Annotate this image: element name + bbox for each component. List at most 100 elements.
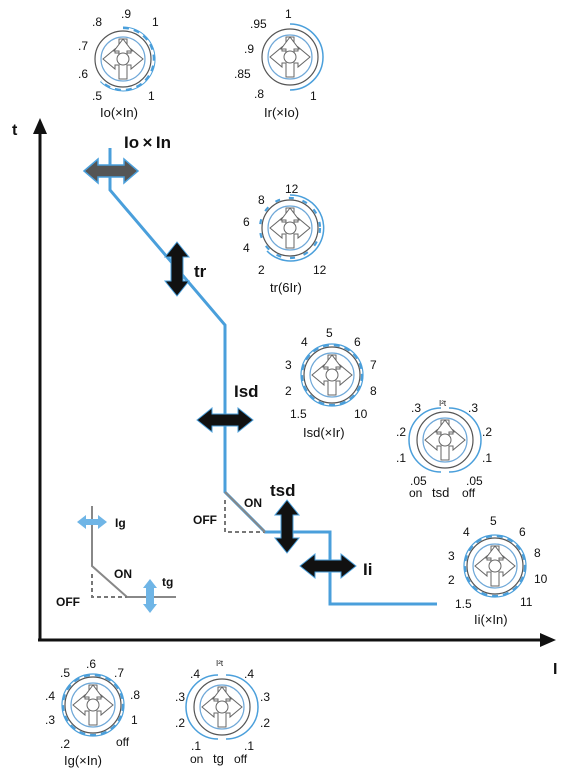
ig-dial[interactable]: .5 .6 .7 .4 .8 .3 1 .2 off Ig(×In): [45, 657, 140, 768]
ir-dial-value: .85: [234, 67, 251, 81]
isd-dial-caption: Isd(×Ir): [303, 425, 345, 440]
ir-dial[interactable]: 1 .95 .9 .85 .8 1 Ir(×Io): [234, 7, 324, 120]
tg-dial-value: .3: [260, 690, 270, 704]
tr-dial-caption: tr(6Ir): [270, 280, 302, 295]
tsd-off-label: OFF: [193, 513, 217, 527]
tg-dial-value: I²t: [216, 659, 224, 668]
isd-dial-value: 4: [301, 335, 308, 349]
ii-dial-value: 3: [448, 549, 455, 563]
x-axis-label: I: [553, 661, 557, 678]
ig-dial-value: .3: [45, 713, 55, 727]
tsd-dial-value: .1: [396, 451, 406, 465]
isd-off-curve: [224, 500, 265, 533]
isd-dial-value: 5: [326, 326, 333, 340]
tsd-label: tsd: [270, 481, 296, 500]
isd-on-line: [224, 491, 266, 533]
tg-dial-value: .1: [244, 739, 254, 753]
isd-adjust-arrow: [196, 406, 254, 434]
io-dial-value: .7: [78, 39, 88, 53]
y-axis: [33, 118, 47, 640]
ii-dial-value: 8: [534, 546, 541, 560]
ig-dial-value: .2: [60, 737, 70, 751]
io-dial-value: .5: [92, 89, 102, 103]
tg-dial-caption: tg: [213, 751, 224, 766]
ii-dial-value: 5: [490, 514, 497, 528]
tg-dial-on: on: [190, 752, 203, 766]
tsd-dial-off: off: [462, 486, 476, 500]
tsd-on-label: ON: [244, 496, 262, 510]
io-dial-value: .9: [121, 7, 131, 21]
ii-dial-value: 10: [534, 572, 548, 586]
ii-dial-value: 6: [519, 525, 526, 539]
tsd-dial-value: .2: [396, 425, 406, 439]
tsd-dial-value: .05: [466, 474, 483, 488]
ig-dial-value: .8: [130, 688, 140, 702]
io-adjust-arrow: [82, 157, 140, 185]
ir-dial-value: .9: [244, 42, 254, 56]
tr-label: tr: [194, 262, 207, 281]
tsd-dial[interactable]: .3 I²t .3 .2 .2 .1 .1 .05 .05 on tsd off: [396, 399, 492, 500]
io-dial-caption: Io(×In): [100, 105, 138, 120]
ii-label: Ii: [363, 560, 372, 579]
tsd-dial-value: .1: [482, 451, 492, 465]
tr-dial-value: 8: [258, 193, 265, 207]
ii-adjust-arrow: [299, 552, 357, 580]
ii-dial[interactable]: 4 5 6 3 8 2 10 1.5 11 Ii(×In): [448, 514, 548, 627]
ig-dial-value: 1: [131, 713, 138, 727]
isd-dial-value: 1.5: [290, 407, 307, 421]
tsd-dial-value: .05: [410, 474, 427, 488]
tsd-dial-value: .3: [411, 401, 421, 415]
ig-dial-caption: Ig(×In): [64, 753, 102, 768]
x-axis: [38, 633, 556, 647]
inset-on-label: ON: [114, 567, 132, 581]
tg-dial-value: .4: [190, 667, 200, 681]
tr-adjust-arrow: [163, 241, 191, 297]
tg-dial-value: .1: [191, 739, 201, 753]
tg-dial-value: .4: [244, 667, 254, 681]
tr-dial-value: 12: [285, 182, 299, 196]
inset-tg-label: tg: [162, 575, 173, 589]
ii-dial-caption: Ii(×In): [474, 612, 508, 627]
io-dial-value: .6: [78, 67, 88, 81]
inset-off-label: OFF: [56, 595, 80, 609]
isd-dial-value: 2: [285, 384, 292, 398]
tg-dial-value: .3: [175, 690, 185, 704]
io-dial-value: 1: [148, 89, 155, 103]
isd-dial-value: 10: [354, 407, 368, 421]
ig-dial-value: .5: [60, 666, 70, 680]
ir-dial-caption: Ir(×Io): [264, 105, 299, 120]
ig-dial-value: .4: [45, 689, 55, 703]
tr-dial-value: 4: [243, 241, 250, 255]
io-dial-value: .8: [92, 15, 102, 29]
ig-dial-value: off: [116, 735, 130, 749]
tg-dial[interactable]: I²t .4 .4 .3 .3 .2 .2 .1 .1 on tg off: [175, 659, 270, 766]
isd-dial[interactable]: 4 5 6 3 7 2 8 1.5 10 Isd(×Ir): [285, 326, 377, 440]
io-dial[interactable]: .8 .9 1 .7 .6 .5 1 Io(×In): [78, 7, 159, 120]
io-in-label: Io × In: [124, 133, 171, 152]
ir-dial-value: 1: [285, 7, 292, 21]
tsd-dial-value: .2: [482, 425, 492, 439]
y-axis-label: t: [12, 122, 18, 139]
ground-fault-inset: [77, 506, 176, 613]
ir-dial-value: .95: [250, 17, 267, 31]
tsd-dial-on: on: [409, 486, 422, 500]
ir-dial-value: .8: [254, 87, 264, 101]
tsd-dial-value: .3: [468, 401, 478, 415]
isd-label: Isd: [234, 382, 259, 401]
tsd-dial-value: I²t: [439, 399, 447, 408]
ii-dial-value: 2: [448, 573, 455, 587]
tr-dial-value: 12: [313, 263, 327, 277]
tr-dial-value: 6: [243, 215, 250, 229]
isd-dial-value: 3: [285, 358, 292, 372]
tsd-dial-caption: tsd: [432, 485, 449, 500]
tr-dial[interactable]: 8 12 6 4 2 12 tr(6Ir): [243, 182, 327, 295]
ii-dial-value: 11: [520, 595, 533, 609]
ii-dial-value: 4: [463, 525, 470, 539]
ii-dial-value: 1.5: [455, 597, 472, 611]
isd-dial-value: 8: [370, 384, 377, 398]
isd-dial-value: 6: [354, 335, 361, 349]
ir-dial-value: 1: [310, 89, 317, 103]
tr-dial-value: 2: [258, 263, 265, 277]
